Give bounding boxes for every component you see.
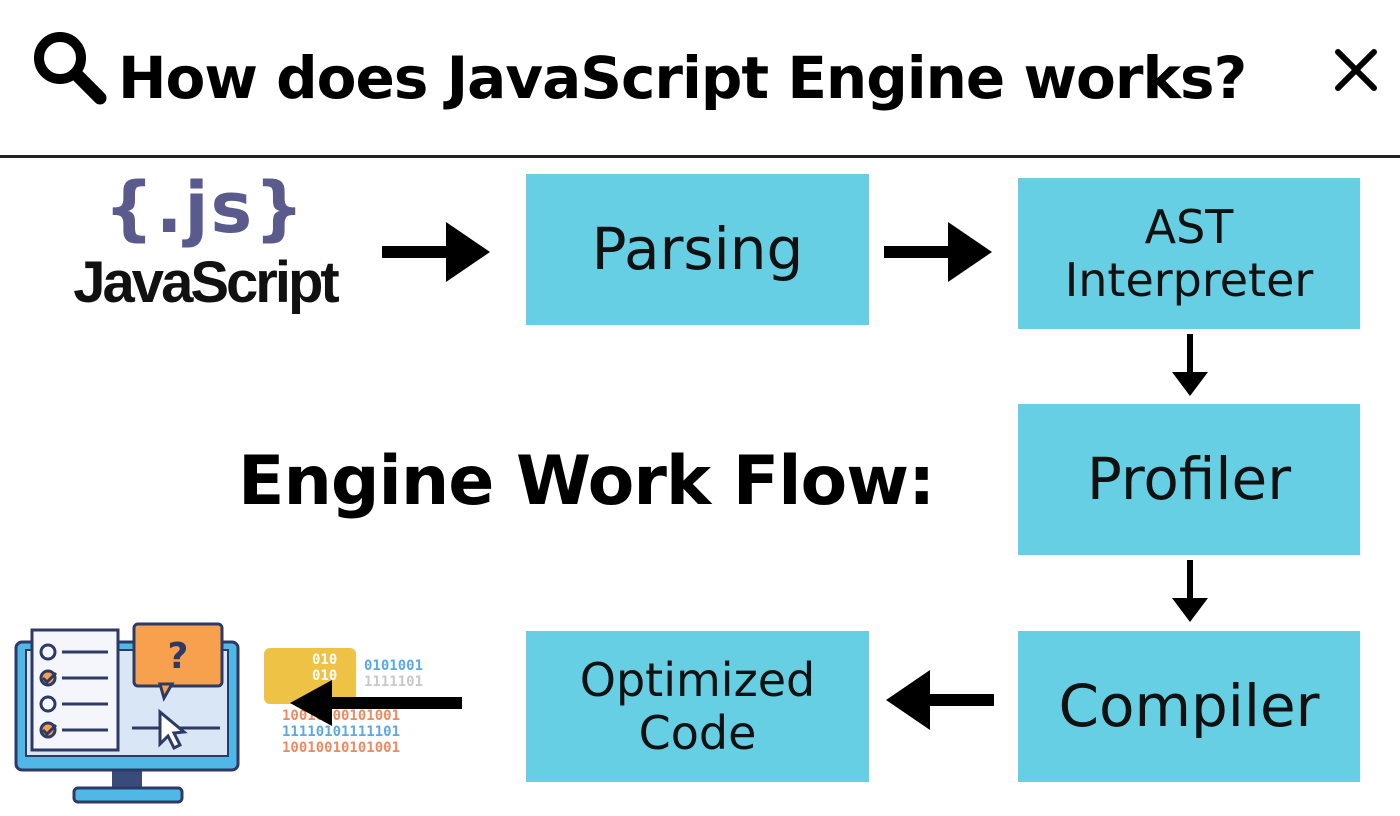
page-title: How does JavaScript Engine works? xyxy=(118,44,1247,112)
binary-code-icon: 010 010 0101001 1111101 10010100101001 1… xyxy=(260,646,468,758)
optimized-label-line-1: Optimized xyxy=(579,652,816,707)
binary-chip-row-2: 010 xyxy=(312,668,338,684)
arrow-ast-to-profiler xyxy=(1172,334,1208,396)
profiler-box: Profiler xyxy=(1018,404,1360,555)
svg-text:?: ? xyxy=(168,636,189,677)
arrow-profiler-to-compiler xyxy=(1172,560,1208,622)
binary-chip-row-1: 010 xyxy=(312,652,338,668)
binary-row-2: 1111101 xyxy=(364,674,424,690)
optimized-label-line-2: Code xyxy=(638,705,757,760)
ast-label-line-1: AST xyxy=(1144,199,1234,254)
computer-checklist-icon: ? xyxy=(14,622,240,804)
javascript-wordmark: JavaScript xyxy=(73,250,339,315)
parsing-box: Parsing xyxy=(526,174,869,325)
search-icon[interactable] xyxy=(30,28,110,108)
arrow-parsing-to-ast xyxy=(884,222,992,282)
binary-row-4: 11110101111101 xyxy=(282,724,401,740)
engine-work-flow-title: Engine Work Flow: xyxy=(238,442,935,521)
binary-row-5: 10010010101001 xyxy=(282,740,401,756)
compiler-label: Compiler xyxy=(1058,672,1320,741)
header-bar: How does JavaScript Engine works? xyxy=(0,0,1400,158)
ast-label-line-2: Interpreter xyxy=(1064,252,1314,307)
js-braces-logo-text: {.js} xyxy=(104,167,306,249)
arrow-js-to-parsing xyxy=(382,222,490,282)
compiler-box: Compiler xyxy=(1018,631,1360,782)
binary-row-1: 0101001 xyxy=(364,658,424,674)
profiler-label: Profiler xyxy=(1086,445,1292,514)
ast-interpreter-box: AST Interpreter xyxy=(1018,178,1360,329)
optimized-code-box: Optimized Code xyxy=(526,631,869,782)
close-icon[interactable] xyxy=(1328,42,1384,98)
arrow-optimized-to-computer xyxy=(290,680,462,726)
arrow-compiler-to-optimized xyxy=(886,670,994,730)
parsing-label: Parsing xyxy=(591,215,804,284)
javascript-logo: {.js} JavaScript xyxy=(70,168,340,338)
